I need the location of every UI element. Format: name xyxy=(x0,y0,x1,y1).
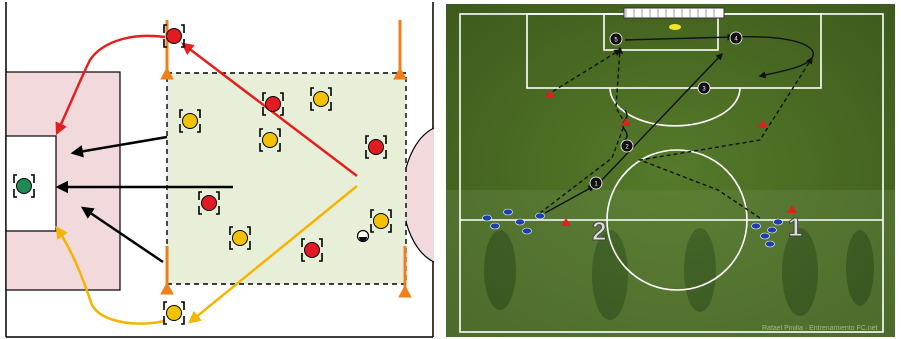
left-diagram xyxy=(5,2,435,338)
credit-watermark: Rafael Pinilla · Entrenamiento FC.net xyxy=(762,325,878,332)
red-player xyxy=(301,238,323,262)
pass-line-1 xyxy=(544,185,596,214)
yellow-player xyxy=(310,87,332,111)
svg-text:5: 5 xyxy=(614,38,618,44)
pass-line-2 xyxy=(599,52,723,183)
blue-player xyxy=(760,232,770,240)
red-player xyxy=(198,191,220,215)
svg-text:4: 4 xyxy=(734,37,738,43)
sequence-marker-1: 1 xyxy=(589,176,603,190)
right-cones xyxy=(545,90,797,226)
yellow-player xyxy=(179,109,201,133)
goalkeeper xyxy=(13,174,35,198)
blue-player xyxy=(765,240,775,248)
sequence-markers: 1 2 3 4 5 xyxy=(589,31,743,190)
sequence-marker-3: 3 xyxy=(697,81,711,95)
svg-text:3: 3 xyxy=(702,87,706,93)
yellow-pass-arrow xyxy=(188,185,358,324)
yellow-player xyxy=(163,301,185,325)
background-photo-figures xyxy=(446,190,895,337)
possession-square xyxy=(166,72,407,285)
blue-player xyxy=(522,227,532,235)
yellow-run-arrow xyxy=(55,225,166,325)
yellow-player xyxy=(259,128,281,152)
ball xyxy=(356,229,370,243)
yellow-player xyxy=(370,209,392,233)
blue-player xyxy=(490,222,500,230)
group-label-1: 1 xyxy=(788,212,802,242)
red-player xyxy=(365,135,387,159)
red-player xyxy=(163,24,185,48)
group-label-2: 2 xyxy=(592,216,606,246)
left-players xyxy=(13,24,392,325)
blue-player xyxy=(767,226,777,234)
red-player xyxy=(262,92,284,116)
attack-arrow-top xyxy=(70,135,168,158)
sequence-marker-5: 5 xyxy=(609,32,623,46)
blue-player-groups xyxy=(482,208,783,248)
sequence-marker-2: 2 xyxy=(620,139,634,153)
svg-text:1: 1 xyxy=(594,182,598,188)
red-run-arrow xyxy=(55,34,166,136)
pitch-background xyxy=(446,4,895,337)
right-diagram: 1 2 3 4 5 2 1 Rafael Pinilla · Entrenamiento… xyxy=(446,4,895,337)
blue-player xyxy=(515,218,525,226)
blue-player xyxy=(751,222,761,230)
blue-player xyxy=(503,208,513,216)
cones xyxy=(160,20,412,298)
blue-player xyxy=(773,218,783,226)
ball-marker xyxy=(669,24,681,30)
pass-line-3 xyxy=(624,33,735,41)
sequence-marker-4: 4 xyxy=(729,31,743,45)
center-circle-arc xyxy=(402,127,435,263)
blue-player xyxy=(482,214,492,222)
dashed-run-top xyxy=(546,49,622,96)
dashed-run-right xyxy=(637,56,813,219)
run-curve-top xyxy=(734,36,814,79)
blue-player xyxy=(535,212,545,220)
svg-text:2: 2 xyxy=(625,145,629,151)
attack-arrow-bottom xyxy=(80,206,164,264)
yellow-player xyxy=(229,226,251,250)
